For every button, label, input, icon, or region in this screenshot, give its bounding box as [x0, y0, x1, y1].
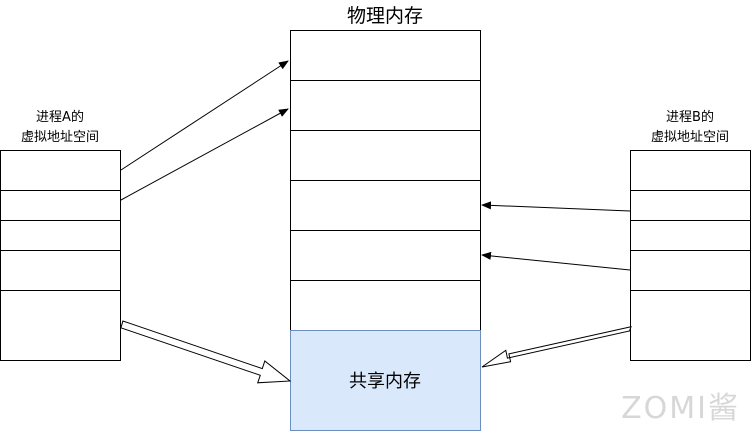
- shared-arrow-a: [120, 320, 292, 384]
- physical-memory-row: [290, 230, 481, 281]
- physical-memory-title: 物理内存: [347, 5, 423, 27]
- watermark-logo: ZOMI酱: [621, 391, 740, 426]
- process-b-label-line1: 进程B的: [666, 109, 714, 125]
- process-b-segment: [630, 220, 751, 251]
- process-b-segment: [630, 150, 751, 191]
- process-a-segment: [0, 250, 121, 291]
- shared-memory-label: 共享内存: [349, 371, 421, 392]
- physical-memory-row: [290, 280, 481, 331]
- mapping-arrow-b1: [481, 201, 631, 212]
- process-b-address-space: [630, 150, 751, 361]
- physical-memory-row: [290, 130, 481, 181]
- physical-memory-block: [290, 30, 481, 331]
- physical-memory-row: [290, 180, 481, 231]
- process-a-label-line2: 虚拟地址空间: [21, 130, 99, 145]
- shared-memory-region: [290, 330, 481, 431]
- process-a-address-space: [0, 150, 121, 361]
- process-a-segment: [0, 220, 121, 251]
- process-b-segment: [630, 250, 751, 291]
- process-a-segment: [0, 290, 121, 361]
- shared-arrow-b: [481, 326, 632, 368]
- process-a-segment: [0, 190, 121, 221]
- mapping-arrow-a1: [120, 60, 289, 171]
- process-b-segment: [630, 190, 751, 221]
- mapping-arrow-a2: [120, 108, 289, 201]
- physical-memory-row: [290, 30, 481, 81]
- process-b-segment: [630, 290, 751, 361]
- process-a-segment: [0, 150, 121, 191]
- physical-memory-row: [290, 80, 481, 131]
- mapping-arrow-b2: [481, 251, 631, 271]
- process-a-label-line1: 进程A的: [36, 109, 84, 125]
- process-b-label-line2: 虚拟地址空间: [651, 130, 729, 145]
